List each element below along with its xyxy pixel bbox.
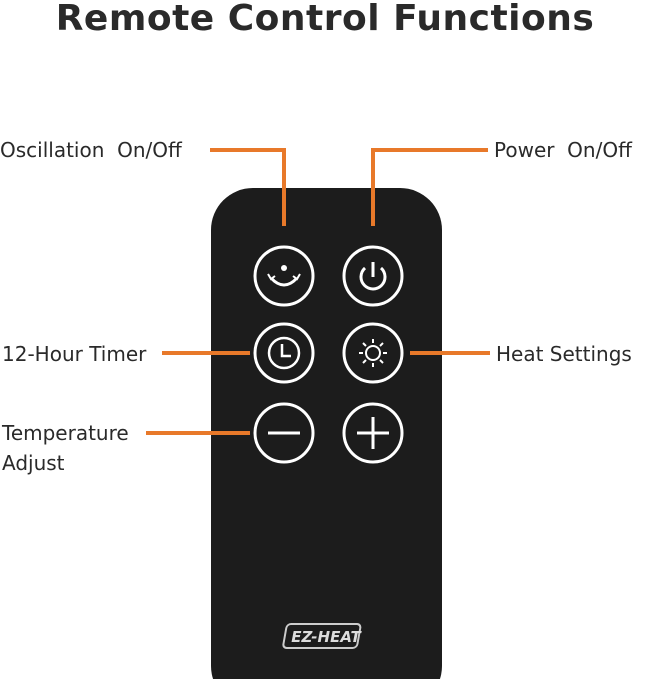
remote-body [211,188,442,679]
oscillation-label: Oscillation On/Off [0,138,182,162]
page-title: Remote Control Functions [55,0,595,39]
temperature-label-line1: Temperature [2,421,129,445]
clock-icon [267,336,301,370]
timer-label: 12-Hour Timer [2,342,147,366]
oscillation-button[interactable] [253,245,315,307]
svg-text:EZ-HEAT: EZ-HEAT [291,628,362,646]
power-icon [359,262,387,291]
sun-icon [359,339,387,367]
power-label: Power On/Off [494,138,632,162]
temperature-up-button[interactable] [342,402,404,464]
power-callout-line [371,148,488,226]
temperature-label-line2: Adjust [2,451,65,475]
temperature-down-button[interactable] [253,402,315,464]
oscillation-icon [267,265,301,287]
plus-icon [357,417,389,449]
heat-settings-button[interactable] [342,322,404,384]
ez-heat-logo: EZ-HEAT [282,623,362,649]
heat-settings-label: Heat Settings [496,342,632,366]
power-button[interactable] [342,245,404,307]
oscillation-callout-line [210,148,286,226]
callout-lines [146,148,490,435]
timer-button[interactable] [253,322,315,384]
